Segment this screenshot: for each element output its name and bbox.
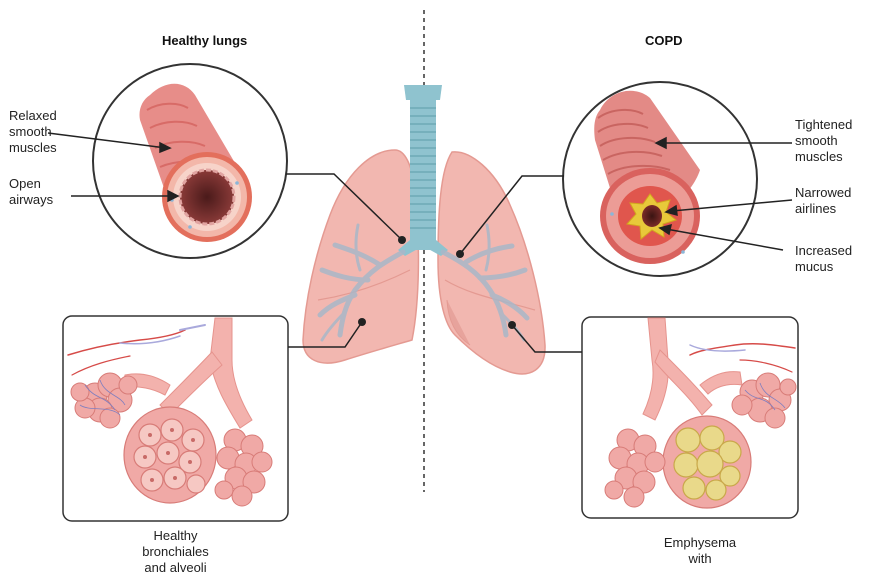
label-increased-mucus: Increased mucus bbox=[795, 243, 852, 275]
label-emphysema: Emphysema with bbox=[645, 535, 755, 567]
label-narrowed-airlines: Narrowed airlines bbox=[795, 185, 851, 217]
title-healthy-lungs: Healthy lungs bbox=[162, 33, 247, 48]
label-healthy-bronchiales: Healthy bronchiales and alveoli bbox=[128, 528, 223, 576]
title-copd: COPD bbox=[645, 33, 683, 48]
emphysema-panel bbox=[582, 317, 798, 518]
healthy-airway-zoom bbox=[93, 64, 287, 258]
copd-airway-zoom bbox=[563, 82, 757, 276]
right-lung bbox=[438, 152, 545, 374]
label-tightened-smooth-muscles: Tightened smooth muscles bbox=[795, 117, 852, 165]
label-relaxed-smooth-muscles: Relaxed smooth muscles bbox=[9, 108, 57, 156]
healthy-alveoli-panel bbox=[63, 316, 288, 521]
label-open-airways: Open airways bbox=[9, 176, 53, 208]
open-airway-lumen bbox=[180, 170, 234, 224]
emphysema-alveolus bbox=[663, 416, 751, 508]
narrowed-airway-lumen bbox=[642, 205, 662, 227]
alveoli-sac-cut bbox=[124, 407, 216, 503]
